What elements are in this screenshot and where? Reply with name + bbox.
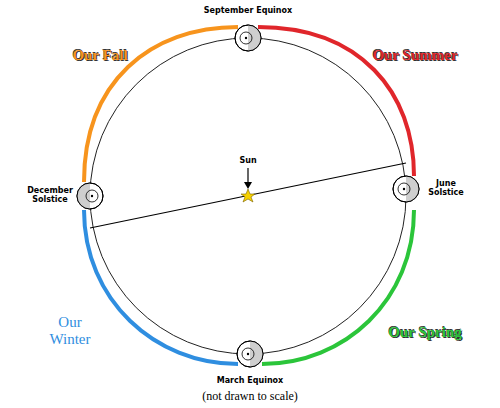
- scale-note: (not drawn to scale): [200, 389, 300, 404]
- orbit: [90, 38, 406, 354]
- sun-label: Sun: [239, 156, 256, 165]
- spring-arc: [262, 210, 414, 364]
- season-label: Our Winter: [45, 314, 95, 347]
- solstice-line: [90, 163, 406, 228]
- earth-september: [235, 25, 261, 51]
- equinox-label: March Equinox: [217, 376, 284, 385]
- season-label: Our Summer: [372, 47, 457, 64]
- sun-symbol: [241, 168, 255, 202]
- earth-march: [237, 341, 263, 367]
- earth-june: [393, 176, 419, 202]
- equinox-label: September Equinox: [204, 6, 292, 15]
- winter-arc: [84, 210, 238, 364]
- season-label: Our Spring: [388, 324, 462, 341]
- earth-december: [77, 183, 103, 209]
- season-label: Our Fall: [72, 47, 127, 64]
- solstice-label: June Solstice: [424, 180, 468, 198]
- solstice-label: December Solstice: [20, 187, 80, 205]
